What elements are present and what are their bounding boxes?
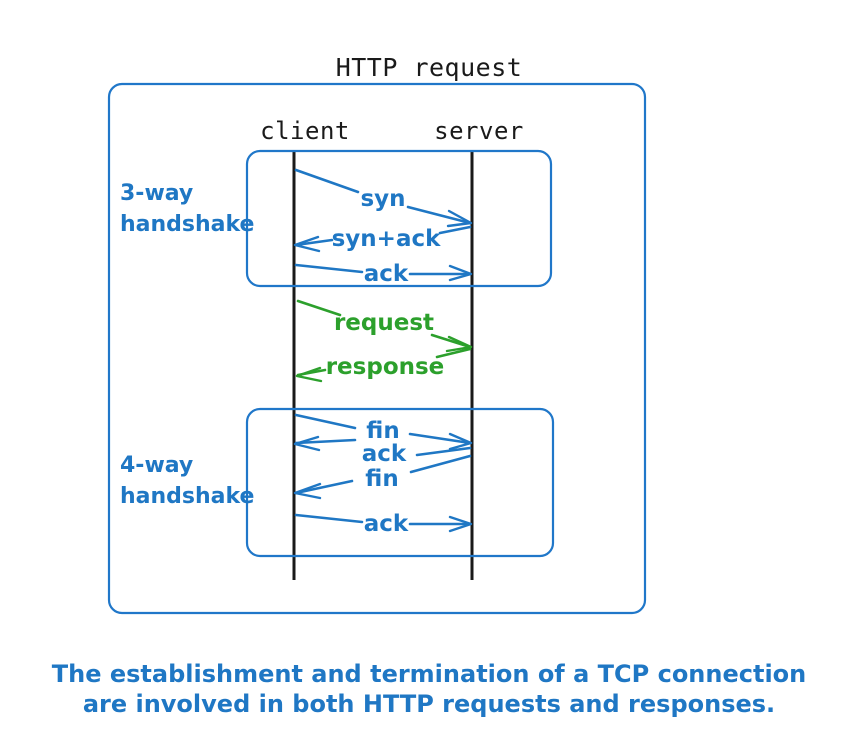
caption-line-1: The establishment and termination of a T… <box>52 660 807 688</box>
group-label-four-way-line2: handshake <box>120 484 254 509</box>
arrowhead-syn-ack <box>293 235 321 253</box>
arrowhead-response <box>295 366 323 383</box>
group-label-three-way-line2: handshake <box>120 212 254 237</box>
message-label-fin-2: fin <box>365 466 398 492</box>
caption-line-2: are involved in both HTTP requests and r… <box>83 690 775 718</box>
arrowhead-syn <box>446 209 473 228</box>
message-response: response <box>295 347 472 383</box>
message-ack-1: ack <box>294 261 473 287</box>
group-label-four-way-line1: 4-way <box>120 453 193 478</box>
message-label-request: request <box>334 310 434 336</box>
arrowhead-ack-2 <box>293 435 321 452</box>
participant-label-client: client <box>260 117 350 145</box>
message-fin-1: fin <box>294 413 473 451</box>
message-ack-3: ack <box>294 511 473 537</box>
participant-label-server: server <box>434 117 524 145</box>
message-ack-2: ack <box>293 435 472 467</box>
message-fin-2: fin <box>293 454 472 500</box>
message-label-fin-1: fin <box>366 418 399 444</box>
arrowhead-fin-1 <box>448 432 473 451</box>
message-label-response: response <box>326 354 445 380</box>
arrowhead-ack-1 <box>448 264 473 282</box>
group-label-three-way-line1: 3-way <box>120 181 193 206</box>
group-box-four-way-handshake <box>245 407 555 558</box>
arrowhead-fin-2 <box>293 482 322 500</box>
page-title: HTTP request <box>336 53 523 82</box>
message-label-ack-2: ack <box>362 441 407 467</box>
message-syn-ack: syn+ack <box>293 225 472 253</box>
message-label-ack-1: ack <box>364 261 409 287</box>
message-label-syn-ack: syn+ack <box>332 226 441 252</box>
message-request: request <box>296 299 473 353</box>
outer-http-request-box <box>107 82 647 615</box>
arrowhead-ack-3 <box>448 515 473 533</box>
group-box-three-way-handshake <box>245 149 553 288</box>
arrowhead-request <box>445 335 473 353</box>
message-label-syn: syn <box>360 186 405 212</box>
message-label-ack-3: ack <box>364 511 409 537</box>
message-syn: syn <box>294 168 473 228</box>
